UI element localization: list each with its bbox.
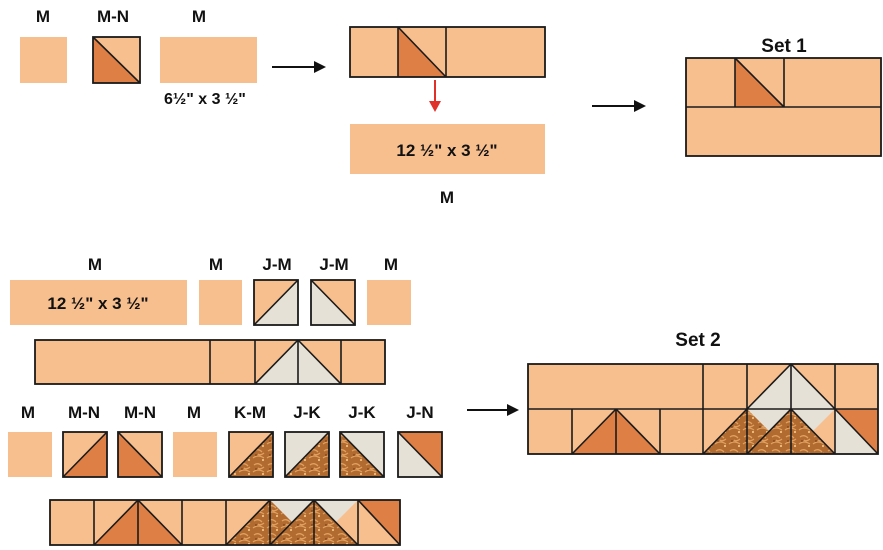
step1-label-m-below: M <box>440 188 454 207</box>
step2-jm-hst-right <box>310 279 356 326</box>
step1-long-strip <box>350 124 545 174</box>
arrow-down-icon <box>429 80 441 112</box>
step1-m-rectangle <box>160 37 257 83</box>
step1-dimension-small: 6½" x 3 ½" <box>164 91 246 108</box>
step2-jk-hst-2 <box>339 431 385 478</box>
step1-label-m-square: M <box>36 7 50 26</box>
set2-title: Set 2 <box>675 330 720 351</box>
step2-row-b-label-3: M-N <box>124 403 156 422</box>
step2-km-hst <box>228 431 274 478</box>
step2-row-b-label-8: J-N <box>406 403 433 422</box>
step1-dimension-long: 12 ½" x 3 ½" <box>396 141 497 160</box>
step2-row-b-label-4: M <box>187 403 201 422</box>
step2-row-b-label-1: M <box>21 403 35 422</box>
step2-long-strip <box>10 280 187 325</box>
step2-row-b-m-square-2 <box>173 432 217 477</box>
step2-row-b-label-7: J-K <box>348 403 376 422</box>
set1-title: Set 1 <box>761 36 807 57</box>
step2-m-square-2 <box>367 280 411 325</box>
step2-row-b-label-6: J-K <box>293 403 321 422</box>
step1-group: M M-N M 6½" x 3 ½" 12 ½" x <box>20 7 882 207</box>
step2-jn-hst <box>397 431 443 478</box>
step2-jk-hst-1 <box>284 431 330 478</box>
step2-row-a-label-3: J-M <box>262 255 291 274</box>
step1-label-mn-square: M-N <box>97 7 129 26</box>
step2-row-b-label-2: M-N <box>68 403 100 422</box>
set1-block <box>685 57 882 157</box>
step2-jm-hst-left <box>253 279 299 326</box>
step2-row-a-label-2: M <box>209 255 223 274</box>
step2-row-a-label-1: M <box>88 255 102 274</box>
step2-row-a-label-4: J-M <box>319 255 348 274</box>
step2-mn-hst-2 <box>117 431 163 478</box>
step2-m-square <box>199 280 242 325</box>
step2-joined-row-a <box>34 339 386 385</box>
arrow-right-icon <box>592 100 646 112</box>
arrow-right-icon <box>467 404 519 416</box>
step2-row-b-label-5: K-M <box>234 403 266 422</box>
set2-block <box>527 363 879 455</box>
step2-mn-hst-1 <box>62 431 108 478</box>
step2-joined-row-b <box>49 499 401 546</box>
step1-mn-hst <box>92 36 141 84</box>
arrow-right-icon <box>272 61 326 73</box>
step2-row-b-m-square-1 <box>8 432 52 477</box>
step2-dimension-long: 12 ½" x 3 ½" <box>47 294 148 313</box>
step2-row-a-label-5: M <box>384 255 398 274</box>
step1-joined-row <box>349 26 546 78</box>
step2-group: M M J-M J-M M 12 ½" x 3 ½" <box>8 255 879 546</box>
step1-m-square <box>20 37 67 83</box>
step1-label-m-rectangle: M <box>192 7 206 26</box>
